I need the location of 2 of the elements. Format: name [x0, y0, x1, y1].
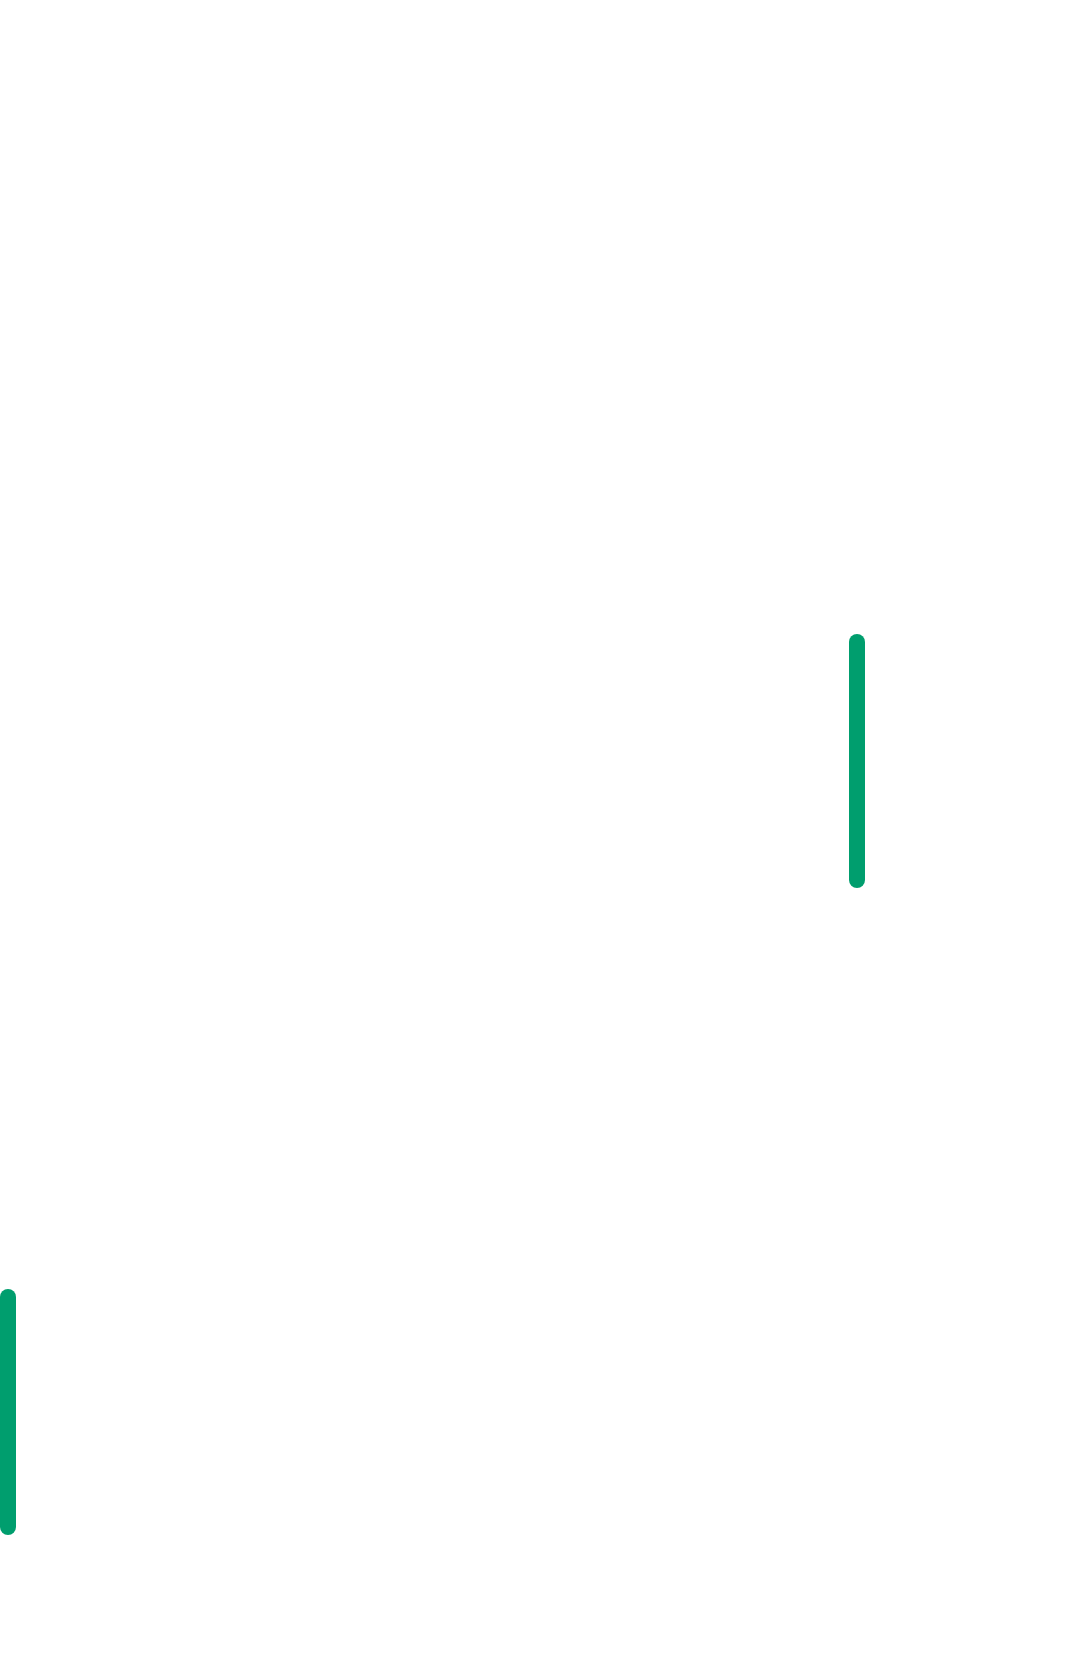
- accent-bar: [0, 1289, 16, 1535]
- accent-bar: [849, 634, 865, 888]
